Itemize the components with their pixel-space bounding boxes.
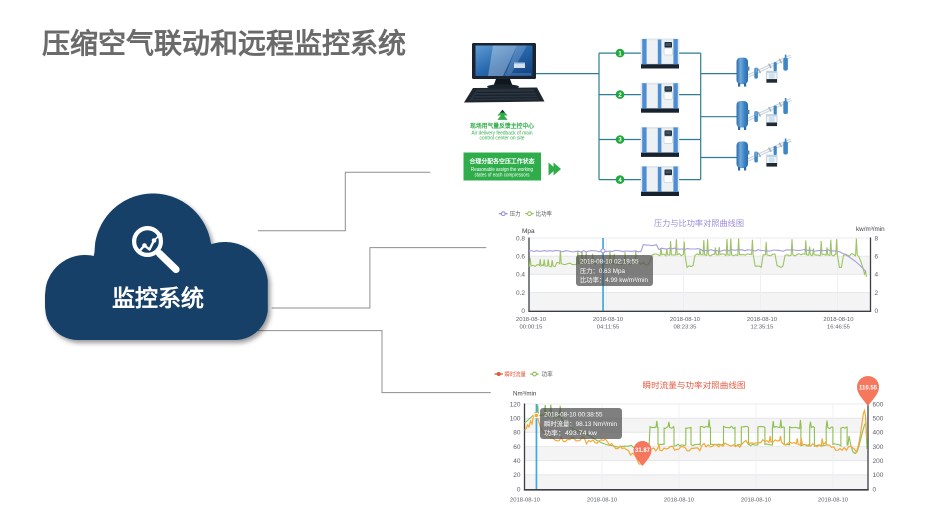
svg-text:瞬时流量: 瞬时流量 <box>505 370 526 378</box>
svg-text:2018-08-10: 2018-08-10 <box>664 498 695 504</box>
svg-text:Mpa: Mpa <box>522 228 535 235</box>
svg-text:1: 1 <box>618 51 622 57</box>
svg-text:比功率：4.99 kw/m³/min: 比功率：4.99 kw/m³/min <box>580 275 648 284</box>
svg-text:120: 120 <box>510 401 521 408</box>
svg-text:压力：0.63 Mpa: 压力：0.63 Mpa <box>580 266 625 275</box>
svg-text:0.8: 0.8 <box>516 235 525 242</box>
svg-text:4: 4 <box>875 272 879 279</box>
svg-text:2018-08-10: 2018-08-10 <box>587 498 618 504</box>
svg-text:比功率: 比功率 <box>536 210 552 218</box>
svg-text:31.87: 31.87 <box>635 448 651 454</box>
svg-text:2018-08-10 02:19:55: 2018-08-10 02:19:55 <box>580 259 639 266</box>
svg-text:2018-08-10: 2018-08-10 <box>593 317 624 323</box>
svg-text:功率: 功率 <box>542 370 553 378</box>
svg-text:瞬时流量与功率对照曲线图: 瞬时流量与功率对照曲线图 <box>643 380 746 390</box>
svg-text:40: 40 <box>513 458 521 465</box>
svg-text:0: 0 <box>873 486 877 493</box>
svg-text:400: 400 <box>873 430 884 437</box>
svg-text:80: 80 <box>513 430 521 437</box>
svg-text:现场用气量反馈主控中心: 现场用气量反馈主控中心 <box>470 122 534 130</box>
svg-text:2018-08-10: 2018-08-10 <box>747 317 778 323</box>
svg-text:Nm³/min: Nm³/min <box>513 391 537 398</box>
svg-text:2018-08-10: 2018-08-10 <box>823 317 854 323</box>
svg-text:功率：493.74 kw: 功率：493.74 kw <box>544 428 597 437</box>
svg-text:8: 8 <box>875 235 879 242</box>
svg-text:2018-08-10: 2018-08-10 <box>516 317 547 323</box>
svg-text:2018-08-10 00:38:55: 2018-08-10 00:38:55 <box>544 412 603 419</box>
svg-text:20: 20 <box>513 472 521 479</box>
svg-text:16:46:55: 16:46:55 <box>827 324 851 330</box>
svg-text:100: 100 <box>510 416 521 423</box>
svg-text:00:00:15: 00:00:15 <box>520 324 544 330</box>
svg-text:12:35:15: 12:35:15 <box>751 324 775 330</box>
svg-text:control center on site: control center on site <box>480 135 525 141</box>
svg-text:08:23:35: 08:23:35 <box>674 324 698 330</box>
svg-text:0.2: 0.2 <box>516 290 525 297</box>
svg-text:0: 0 <box>875 308 879 315</box>
svg-text:600: 600 <box>873 401 884 408</box>
svg-text:300: 300 <box>873 444 884 451</box>
svg-text:压力与比功率对照曲线图: 压力与比功率对照曲线图 <box>654 218 744 228</box>
svg-text:6: 6 <box>875 254 879 261</box>
svg-text:2018-08-10: 2018-08-10 <box>741 498 772 504</box>
svg-text:60: 60 <box>513 444 521 451</box>
svg-text:Air delivery feedback of main: Air delivery feedback of main <box>472 131 533 137</box>
svg-text:0.6: 0.6 <box>516 254 525 261</box>
svg-text:合理分配各空压工作状态: 合理分配各空压工作状态 <box>470 158 536 166</box>
svg-text:states of each compressors: states of each compressors <box>475 173 530 179</box>
svg-text:500: 500 <box>873 416 884 423</box>
svg-text:2: 2 <box>875 290 879 297</box>
svg-text:0: 0 <box>521 308 525 315</box>
svg-text:kw/m³/min: kw/m³/min <box>856 226 885 233</box>
svg-text:压力: 压力 <box>510 210 521 218</box>
svg-text:200: 200 <box>873 458 884 465</box>
svg-text:瞬时流量：98.13 Nm³/min: 瞬时流量：98.13 Nm³/min <box>544 419 617 428</box>
svg-text:2: 2 <box>618 93 622 99</box>
svg-text:2018-08-10: 2018-08-10 <box>670 317 701 323</box>
svg-text:监控系统: 监控系统 <box>112 285 204 311</box>
svg-text:100: 100 <box>873 472 884 479</box>
svg-text:3: 3 <box>618 138 622 144</box>
svg-text:04:11:55: 04:11:55 <box>597 324 620 330</box>
svg-text:4: 4 <box>618 178 622 184</box>
svg-text:110.55: 110.55 <box>859 386 878 392</box>
svg-text:2018-08-10: 2018-08-10 <box>510 498 541 504</box>
svg-text:0.4: 0.4 <box>516 272 525 279</box>
svg-text:2018-08-10: 2018-08-10 <box>818 498 849 504</box>
svg-text:Reasonable assign the working: Reasonable assign the working <box>471 167 533 173</box>
svg-text:0: 0 <box>517 486 521 493</box>
